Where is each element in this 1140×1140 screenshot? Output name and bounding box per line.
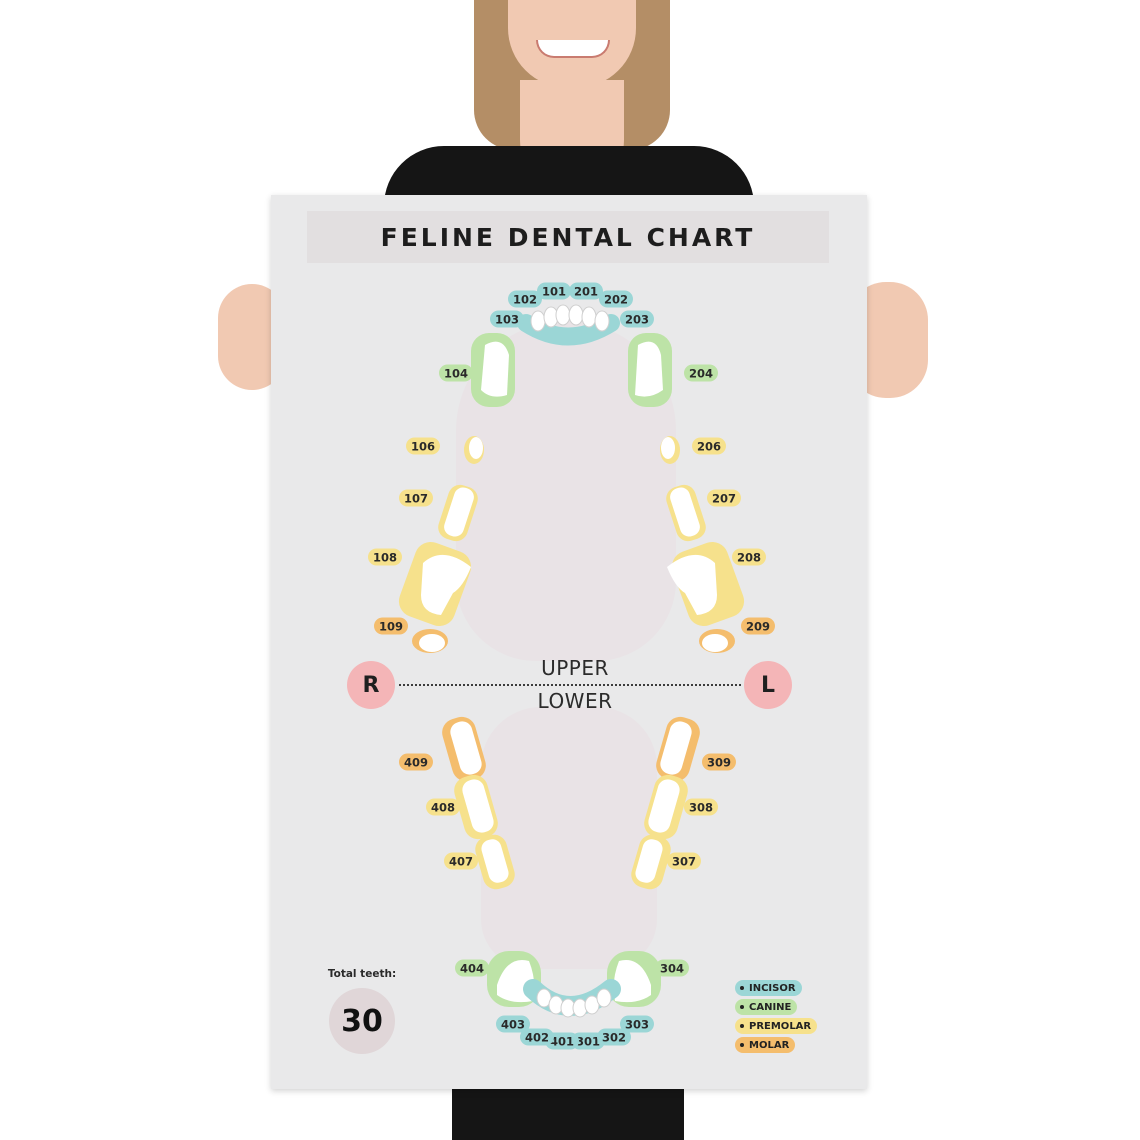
tooth-108-shape [421, 554, 471, 615]
tooth-label: 209 [740, 617, 776, 635]
tooth-107-shape [444, 487, 474, 537]
tooth-label: 308 [683, 798, 719, 816]
tooth-label: 202 [598, 290, 634, 308]
total-teeth-box: Total teeth: 30 [317, 968, 407, 1060]
tooth-201-shape [568, 304, 584, 326]
tooth-203-shape [594, 310, 610, 332]
tooth-109-shape [419, 634, 445, 652]
jaw-divider-line [399, 684, 741, 686]
tooth-label: 109 [373, 617, 409, 635]
tooth-label: 307 [666, 852, 702, 870]
smile [536, 40, 610, 58]
bullet-icon [740, 1043, 744, 1047]
tooth-label: 402 [519, 1028, 555, 1046]
tooth-104-shape [481, 341, 509, 397]
dental-chart-poster: FELINE DENTAL CHART [271, 195, 867, 1089]
total-teeth-value: 30 [329, 988, 395, 1054]
pants [452, 1086, 684, 1140]
tooth-label: 207 [706, 489, 742, 507]
tooth-207-shape [670, 487, 700, 537]
tooth-208-shape [667, 554, 717, 615]
tooth-202-shape [581, 306, 597, 328]
bullet-icon [740, 1005, 744, 1009]
tooth-label: 104 [438, 364, 474, 382]
tooth-103-shape [530, 310, 546, 332]
bullet-icon [740, 986, 744, 990]
upper-jaw-label: UPPER [541, 656, 609, 680]
tooth-308-shape [648, 779, 680, 833]
tooth-label: 301 [570, 1032, 606, 1050]
tooth-409-shape [450, 721, 482, 775]
tooth-407-shape [481, 839, 509, 883]
tooth-label: 408 [425, 798, 461, 816]
legend-label: CANINE [749, 1001, 792, 1013]
tooth-label: 303 [619, 1015, 655, 1033]
tooth-label: 204 [683, 364, 719, 382]
tooth-label: 403 [495, 1015, 531, 1033]
tooth-label: 309 [701, 753, 737, 771]
legend-label: INCISOR [749, 982, 796, 994]
tooth-307-shape [635, 839, 663, 883]
legend-item-canine: CANINE [735, 999, 798, 1015]
tooth-204-shape [635, 341, 663, 397]
tooth-303-shape [596, 988, 612, 1008]
legend-label: MOLAR [749, 1039, 790, 1051]
teeth-diagram [398, 304, 745, 1018]
tooth-label: 201 [568, 282, 604, 300]
tooth-label: 103 [489, 310, 525, 328]
poster-title: FELINE DENTAL CHART [380, 222, 756, 252]
tooth-label: 304 [654, 959, 690, 977]
tooth-209-shape [702, 634, 728, 652]
lower-jaw-label: LOWER [537, 689, 613, 713]
tooth-type-legend: INCISOR CANINE PREMOLAR MOLAR [735, 980, 818, 1056]
tooth-label: 407 [443, 852, 479, 870]
title-band: FELINE DENTAL CHART [307, 211, 829, 263]
tooth-304-shape [613, 960, 651, 1003]
total-teeth-label: Total teeth: [327, 968, 397, 980]
left-side-marker: L [744, 661, 792, 709]
legend-item-incisor: INCISOR [735, 980, 802, 996]
tooth-label: 409 [398, 753, 434, 771]
tooth-206-shape [661, 437, 675, 459]
lower-jaw-area [481, 707, 657, 969]
tooth-label: 404 [454, 959, 490, 977]
tooth-label: 206 [691, 437, 727, 455]
tooth-309-shape [660, 721, 692, 775]
tooth-label: 106 [405, 437, 441, 455]
tooth-label: 107 [398, 489, 434, 507]
tooth-label: 302 [596, 1028, 632, 1046]
tooth-408-shape [462, 779, 494, 833]
bullet-icon [740, 1024, 744, 1028]
tooth-101-shape [555, 304, 571, 326]
tooth-label: 208 [731, 548, 767, 566]
legend-item-molar: MOLAR [735, 1037, 796, 1053]
tooth-label: 108 [367, 548, 403, 566]
tooth-label: 101 [536, 282, 572, 300]
legend-item-premolar: PREMOLAR [735, 1018, 818, 1034]
legend-label: PREMOLAR [749, 1020, 812, 1032]
right-side-marker: R [347, 661, 395, 709]
tooth-106-shape [469, 437, 483, 459]
tooth-label: 203 [619, 310, 655, 328]
tooth-label: 102 [507, 290, 543, 308]
